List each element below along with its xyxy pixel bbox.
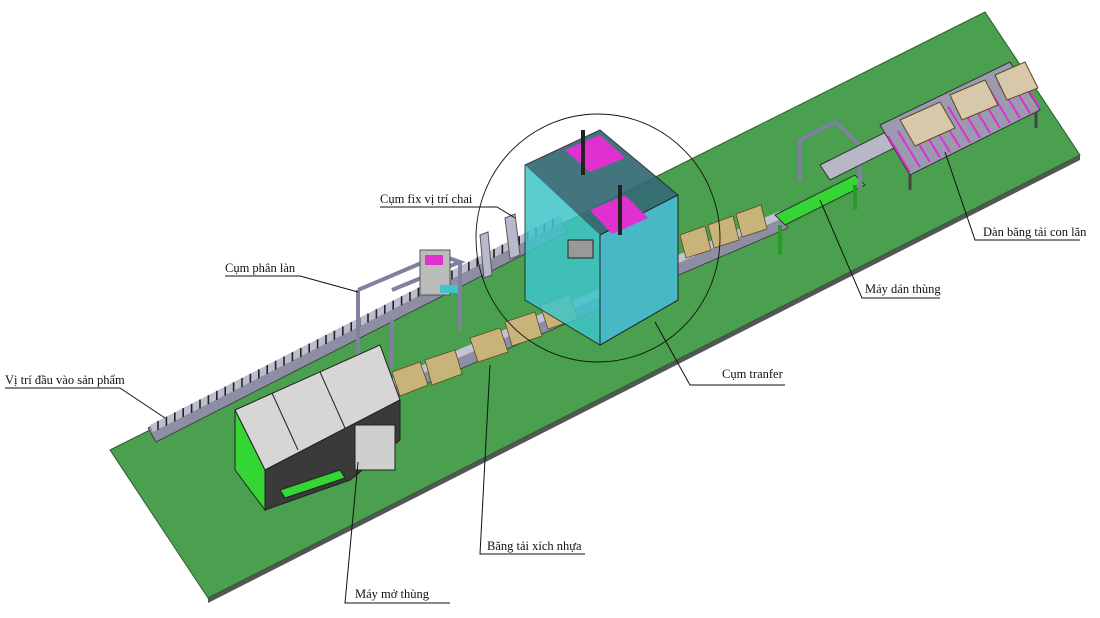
roller: [887, 135, 911, 173]
svg-text:Băng tải xích nhựa: Băng tải xích nhựa: [487, 539, 582, 553]
lane-divider-unit: [356, 249, 466, 368]
label-roller-conveyor: Dàn băng tải con lăn: [944, 151, 1087, 241]
label-case-erector: Máy mở thùng: [344, 461, 450, 604]
label-transfer-unit: Cụm tranfer: [654, 321, 785, 386]
svg-text:Máy dán thùng: Máy dán thùng: [865, 282, 941, 296]
label-case-sealer: Máy dán thùng: [819, 199, 941, 299]
label-lane-divider: Cụm phân làn: [225, 261, 359, 293]
roller-conveyor: [879, 61, 1041, 190]
svg-text:Dàn băng tải con lăn: Dàn băng tải con lăn: [983, 225, 1087, 239]
roller: [947, 106, 971, 144]
roller: [897, 130, 921, 168]
label-plastic-chain-conveyor: Băng tải xích nhựa: [479, 364, 585, 555]
svg-text:Vị trí đầu vào sản phẩm: Vị trí đầu vào sản phẩm: [5, 373, 125, 387]
label-product-input: Vị trí đầu vào sản phẩm: [5, 373, 166, 419]
svg-text:Máy mở thùng: Máy mở thùng: [355, 587, 430, 601]
label-bottle-fix: Cụm fix vị trí chai: [380, 192, 516, 219]
case-erector: [234, 344, 401, 512]
svg-text:Cụm tranfer: Cụm tranfer: [722, 367, 784, 381]
svg-text:Cụm fix vị trí chai: Cụm fix vị trí chai: [380, 192, 473, 206]
transfer-unit: [475, 113, 721, 363]
floor-thickness: [208, 155, 1080, 603]
svg-text:Cụm phân làn: Cụm phân làn: [225, 261, 296, 275]
bottle-fix-unit: [479, 213, 521, 279]
